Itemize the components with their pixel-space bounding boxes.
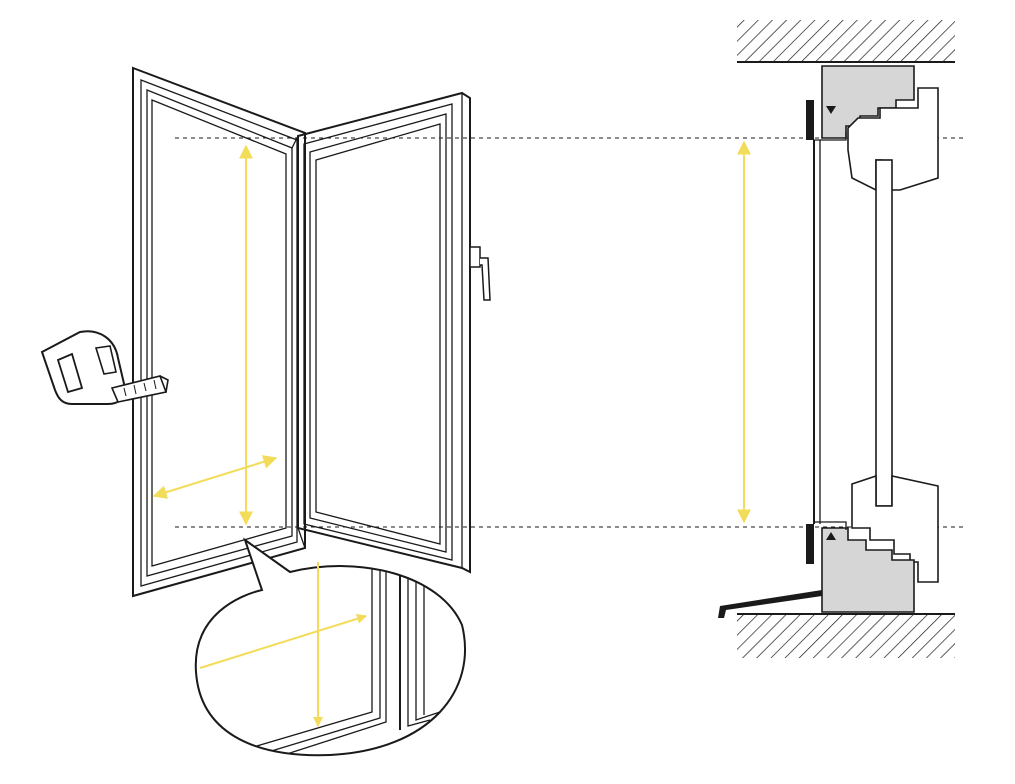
open-window — [132, 66, 491, 598]
tape-measure-icon — [40, 330, 169, 405]
width-arrow — [152, 455, 278, 499]
left-sash-frame — [132, 66, 306, 598]
bottom-seal — [806, 524, 814, 564]
window-handle-icon — [469, 246, 491, 301]
glass-pane — [875, 159, 893, 507]
magnifier-callout — [194, 537, 467, 757]
callout-width-arrow — [199, 613, 367, 669]
window-measure-arrows — [152, 144, 278, 526]
top-seal — [806, 100, 814, 140]
cross-section — [718, 20, 955, 658]
right-sash-frame — [297, 91, 471, 574]
